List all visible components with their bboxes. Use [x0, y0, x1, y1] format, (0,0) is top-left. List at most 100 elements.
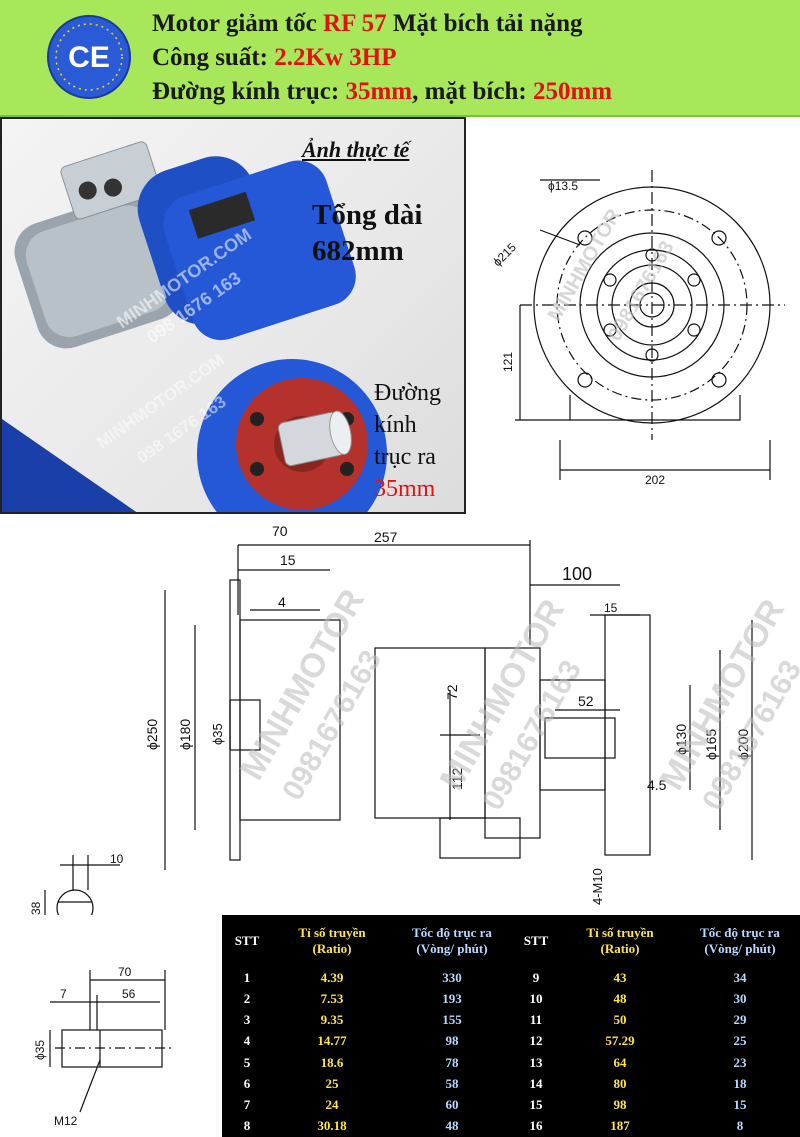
header-ratio-right: Tỉ số truyền(Ratio)	[560, 915, 680, 967]
ratio-cell: 48	[613, 990, 627, 1006]
ratio-table: STT Tỉ số truyền(Ratio) Tốc độ trục ra(V…	[222, 915, 800, 1137]
speed-cell: 78	[445, 1054, 459, 1070]
header-ratio-right-2: (Ratio)	[600, 941, 640, 956]
speed-cell: 330	[442, 969, 462, 985]
table-row: 4 14.77 98 12 57.29 25	[222, 1031, 800, 1052]
header-ratio-left-1: Tỉ số truyền	[298, 925, 366, 940]
speed-cell: 48	[445, 1118, 459, 1134]
ratio-cell: 80	[613, 1075, 627, 1091]
table-row: 2 7.53 193 10 48 30	[222, 988, 800, 1009]
ratio-cell: 7.53	[320, 990, 344, 1006]
dim-4: 4	[278, 594, 286, 610]
speed-cell: 15	[733, 1097, 747, 1113]
speed-cell: 30	[733, 990, 747, 1006]
header-stt-right: STT	[523, 933, 549, 948]
stt-cell: 6	[243, 1075, 251, 1091]
dim-15b: 15	[604, 601, 618, 615]
stt-cell: 8	[243, 1118, 251, 1134]
speed-cell: 193	[442, 990, 462, 1006]
table-row: 5 18.6 78 13 64 23	[222, 1052, 800, 1073]
front-watermark-phone: 0981676163	[604, 237, 679, 344]
dim-72: 72	[444, 684, 460, 700]
header-speed-right-2: (Vòng/ phút)	[704, 941, 776, 956]
ratio-cell: 4.39	[320, 969, 344, 985]
header-ratio-left: Tỉ số truyền(Ratio)	[272, 915, 392, 967]
key-width: 10	[110, 852, 124, 866]
front-height-dim: 121	[501, 352, 515, 372]
length-caption: Tổng dài 682mm	[312, 197, 462, 269]
table-row: 7 24 60 15 98 15	[222, 1095, 800, 1116]
stt-cell: 12	[529, 1033, 543, 1049]
length-label: Tổng dài	[312, 199, 423, 231]
dim-52: 52	[578, 693, 594, 709]
shaft-value: 35mm	[345, 78, 413, 105]
table-row: 6 25 58 14 80 18	[222, 1073, 800, 1094]
ratio-table-header: STT Tỉ số truyền(Ratio) Tốc độ trục ra(V…	[222, 915, 800, 967]
header-title: Motor giảm tốc RF 57 Mặt bích tải nặng	[152, 10, 583, 38]
speed-cell: 155	[442, 1012, 462, 1028]
motor-illustration: MINHMOTOR.COM 098 1676 163 MINHMOTOR.COM…	[2, 141, 387, 512]
power-label: Công suất:	[152, 44, 275, 71]
speed-cell: 29	[733, 1012, 747, 1028]
dim-4-5: 4.5	[647, 777, 667, 793]
length-value: 682mm	[312, 235, 404, 267]
front-pcd-dim: ϕ215	[490, 240, 519, 269]
header-stt-left: STT	[234, 933, 260, 948]
ratio-cell: 18.6	[320, 1054, 344, 1070]
table-row: 8 30.18 48 16 187 8	[222, 1116, 800, 1137]
stt-cell: 7	[243, 1097, 251, 1113]
side-view-drawing: 70 257 15 4 100 15 52 72 112 4.5 ϕ250 ϕ1…	[29, 523, 800, 915]
ratio-cell: 30.18	[317, 1118, 347, 1134]
header-speed-left-1: Tốc độ trục ra	[412, 925, 492, 940]
dim-d200: ϕ200	[735, 729, 751, 760]
shaft-caption-2: kính	[374, 412, 417, 438]
ratio-cell: 50	[613, 1012, 627, 1028]
front-hole-dim: ϕ13.5	[548, 179, 578, 193]
speed-cell: 25	[733, 1033, 747, 1049]
power-value: 2.2Kw 3HP	[274, 44, 397, 71]
speed-cell: 60	[445, 1097, 459, 1113]
dim-70: 70	[272, 523, 288, 539]
stt-cell: 4	[243, 1033, 251, 1049]
header-speed-left-2: (Vòng/ phút)	[416, 941, 488, 956]
stt-cell: 2	[243, 990, 251, 1006]
key-height: 38	[29, 901, 43, 915]
speed-cell: 18	[733, 1075, 747, 1091]
dim-257: 257	[374, 529, 398, 545]
ratio-cell: 24	[325, 1097, 339, 1113]
shaft-thread: M12	[54, 1114, 78, 1128]
ratio-cell: 64	[613, 1054, 627, 1070]
product-photo: MINHMOTOR.COM 098 1676 163 MINHMOTOR.COM…	[0, 117, 466, 514]
shaft-label: Đường kính trục:	[152, 78, 346, 105]
shaft-line: Đường kính trục: 35mm, mặt bích: 250mm	[152, 78, 612, 106]
ratio-cell: 25	[325, 1075, 339, 1091]
dim-15: 15	[280, 552, 296, 568]
front-width-dim: 202	[645, 473, 665, 487]
table-row: 1 4.39 330 9 43 34	[222, 967, 800, 988]
stt-cell: 15	[529, 1097, 543, 1113]
dim-d180: ϕ180	[177, 719, 193, 750]
ratio-cell: 98	[613, 1097, 627, 1113]
speed-cell: 98	[445, 1033, 459, 1049]
shaft-key-length: 56	[122, 987, 136, 1001]
flange-value: 250mm	[532, 78, 613, 105]
stt-cell: 1	[243, 969, 251, 985]
flange-label: , mặt bích:	[412, 78, 533, 105]
ce-badge-icon: CE	[47, 15, 131, 99]
header-ratio-right-1: Tỉ số truyền	[586, 925, 654, 940]
front-view-drawing: ϕ13.5 ϕ215 121 202 MINHMOTOR 0981676163	[490, 170, 785, 487]
header-ratio-left-2: (Ratio)	[312, 941, 352, 956]
header-banner: CE Motor giảm tốc RF 57 Mặt bích tải nặn…	[0, 0, 800, 117]
title-suffix: Mặt bích tải nặng	[386, 10, 583, 37]
dim-d165: ϕ165	[703, 729, 719, 760]
stt-cell: 16	[529, 1118, 543, 1134]
stt-cell: 14	[529, 1075, 543, 1091]
dim-d250: ϕ250	[144, 719, 160, 750]
ratio-cell: 57.29	[605, 1033, 635, 1049]
shaft-length: 70	[118, 965, 132, 979]
stt-cell: 5	[243, 1054, 251, 1070]
title-prefix: Motor giảm tốc	[152, 10, 324, 37]
stt-cell: 11	[529, 1012, 543, 1028]
speed-cell: 34	[733, 969, 747, 985]
shaft-offset: 7	[60, 987, 67, 1001]
